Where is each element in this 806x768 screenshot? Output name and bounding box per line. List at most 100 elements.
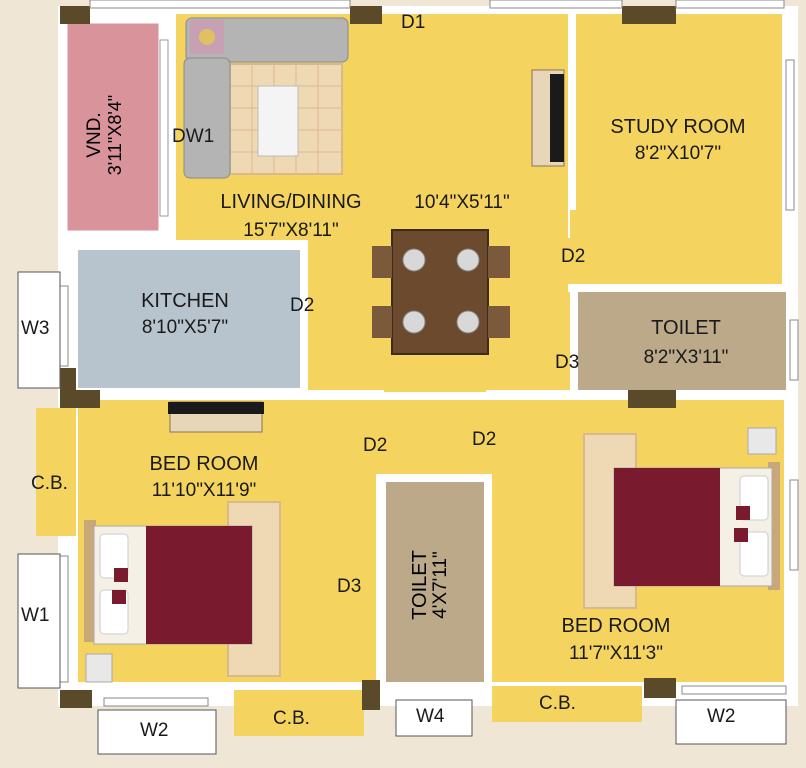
dining-table: [391, 229, 489, 355]
window-right-study: [785, 59, 795, 211]
w2-right-box: [675, 699, 787, 745]
window-w2-right-label: W2: [707, 706, 736, 727]
toilet-2-room: [386, 482, 484, 682]
living-furniture: [183, 17, 349, 179]
vnd-label: VND. 3'11"X8'4": [84, 60, 131, 210]
window-w4-label: W4: [416, 706, 445, 727]
wall-kitchen-right: [300, 250, 308, 390]
lamp-icon: [199, 29, 215, 45]
door-dw1-label: DW1: [172, 126, 215, 147]
dining-set: [372, 229, 510, 355]
tv-living-icon: [550, 74, 564, 162]
window-right-bed: [789, 479, 799, 571]
chair: [488, 246, 510, 278]
toilet-2-size: 4'X7'11": [430, 551, 451, 619]
wall-study-left: [568, 14, 576, 210]
w3-box: [17, 271, 61, 389]
bedroom-1-size: 11'10"X11'9": [151, 480, 257, 501]
w1-box: [17, 553, 61, 689]
vnd-window: [159, 39, 169, 217]
study-room-size: 8'2"X10'7": [634, 143, 722, 164]
wall-toilet2-left: [376, 478, 384, 688]
window-w1: [59, 555, 69, 683]
cushion: [736, 506, 750, 520]
toilet-1-room: [578, 292, 786, 390]
window-w2-right: [681, 685, 787, 695]
bed2-spread: [614, 468, 720, 586]
headboard: [84, 520, 96, 642]
cb-left-floor: [36, 408, 76, 536]
wall-toilet2-right: [484, 478, 492, 688]
column: [60, 390, 100, 408]
wall-bed1-top: [66, 390, 384, 400]
column: [60, 368, 76, 390]
chair: [488, 306, 510, 338]
cushion: [734, 528, 748, 542]
dining-area-size: 10'4"X5'11": [414, 192, 510, 213]
column: [622, 6, 676, 24]
cb-bottom-left-label: C.B.: [273, 708, 310, 729]
window-top-right: [675, 0, 785, 9]
window-w2-left-label: W2: [140, 720, 169, 741]
cb-bottom-right-label: C.B.: [539, 693, 576, 714]
bedroom-2-name: BED ROOM: [561, 615, 671, 637]
cushion: [114, 568, 128, 582]
bedroom-2-size: 11'7"X11'3": [569, 643, 663, 664]
chair: [372, 246, 392, 278]
door-d3-toilet-label: D3: [555, 352, 580, 373]
window-top-mid: [489, 0, 623, 9]
toilet-1-name: TOILET: [651, 317, 721, 339]
window-w2-left: [103, 697, 209, 707]
kitchen-name: KITCHEN: [141, 290, 229, 312]
plate-icon: [456, 310, 480, 334]
column: [60, 6, 90, 24]
column: [350, 6, 382, 24]
bedside-table: [85, 653, 113, 683]
cb-bottom-left-floor: [234, 690, 364, 736]
column: [60, 690, 92, 708]
window-w3-label: W3: [21, 318, 50, 339]
sofa-back: [185, 17, 349, 63]
sofa-side: [183, 57, 231, 179]
bed1-spread: [146, 526, 252, 644]
bedroom-1-name: BED ROOM: [149, 453, 259, 475]
window-right-toilet: [789, 319, 799, 381]
vnd-name: VND.: [84, 112, 105, 158]
vnd-size: 3'11"X8'4": [104, 94, 125, 176]
column: [362, 680, 380, 710]
door-d2-kitchen-label: D2: [290, 295, 315, 316]
passage-floor: [378, 400, 488, 478]
living-dining-size: 15'7"X8'11": [243, 220, 339, 241]
columns: [60, 6, 676, 710]
door-d2-study-label: D2: [561, 246, 586, 267]
window-frames: [59, 0, 799, 707]
plate-icon: [402, 310, 426, 334]
study-room-name: STUDY ROOM: [610, 116, 746, 138]
chair: [372, 306, 392, 338]
window-w1-label: W1: [21, 605, 50, 626]
window-top-left: [89, 0, 351, 9]
door-d1-label: D1: [401, 12, 426, 33]
toilet-2-label: TOILET 4'X7'11": [409, 500, 459, 670]
door-d2-bed2-label: D2: [472, 429, 497, 450]
plate-icon: [456, 248, 480, 272]
column: [628, 390, 676, 408]
bed-1: [84, 501, 281, 683]
study-floor: [570, 14, 782, 284]
bed-2: [583, 427, 780, 609]
kitchen-size: 8'10"X5'7": [141, 317, 229, 338]
label-boxes: [17, 271, 787, 755]
column: [644, 678, 676, 698]
cb-bottom-right-floor: [492, 686, 642, 722]
coffee-table: [257, 85, 299, 157]
wall-toilet2-top: [376, 474, 492, 482]
plate-icon: [402, 248, 426, 272]
bedside-table: [747, 427, 777, 455]
living-dining-name: LIVING/DINING: [220, 191, 362, 213]
toilet-1-size: 8'2"X3'11": [643, 347, 729, 368]
tv-bed1-icon: [168, 402, 264, 414]
w2-left-box: [97, 709, 217, 755]
window-w3: [59, 285, 69, 367]
w4-box: [395, 699, 473, 737]
